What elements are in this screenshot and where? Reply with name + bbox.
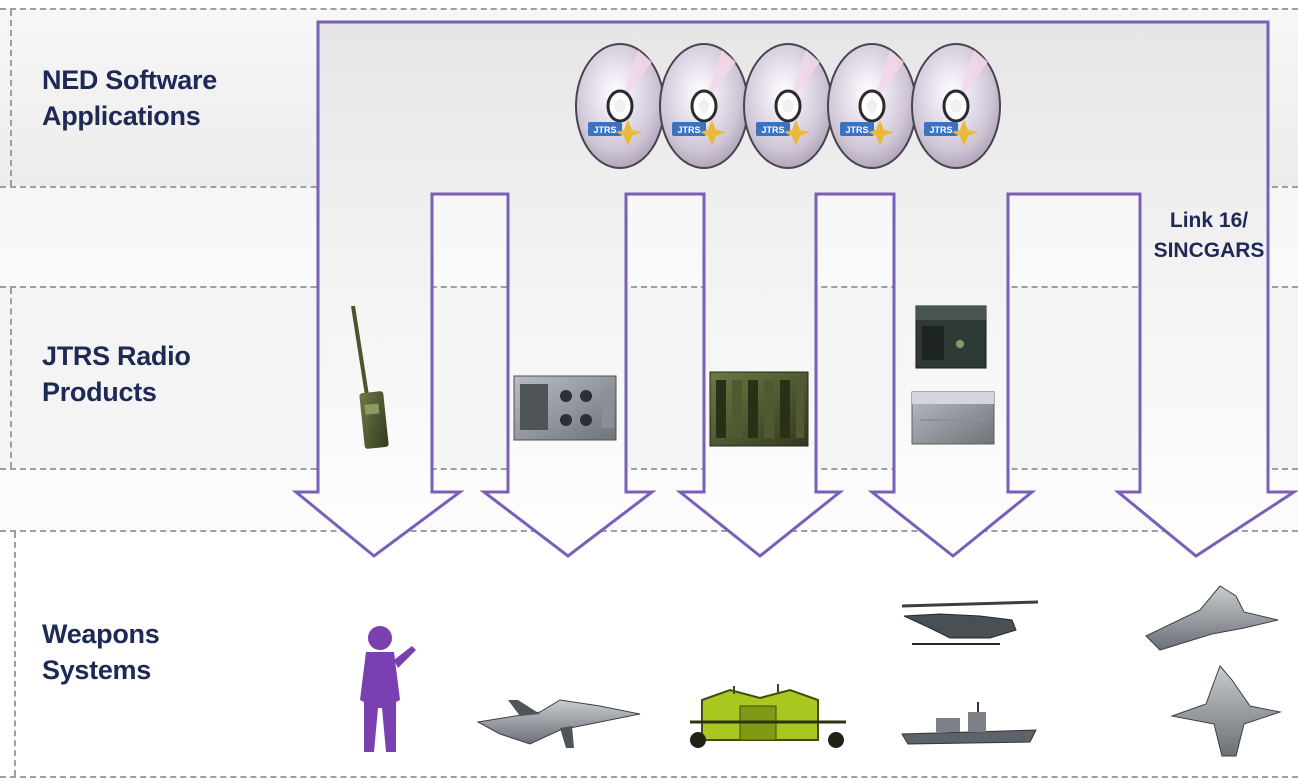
weapons-band (0, 530, 1298, 778)
radio-band (0, 286, 1298, 468)
divider-bottom (0, 776, 1298, 778)
avionics-radio-icon (911, 391, 995, 445)
software-label-line2: Applications (42, 101, 201, 131)
f22-jet-icon (1145, 585, 1279, 651)
software-disc-icon: JTRS (827, 43, 917, 169)
fighter-jet-icon (476, 699, 641, 748)
divider-radio-top (0, 286, 1298, 288)
rack-radio-icon (709, 371, 809, 447)
helicopter-icon (901, 600, 1039, 645)
divider-radio-bottom (0, 468, 1298, 470)
handheld-radio-icon (351, 305, 389, 449)
disc-logo-text: JTRS (593, 125, 616, 135)
vehicle-radio-icon (513, 375, 617, 441)
weapons-row-label: Weapons Systems (42, 616, 160, 688)
software-disc-icon: JTRS (743, 43, 833, 169)
command-shelter-icon (690, 684, 846, 748)
disc-logo-text: JTRS (677, 125, 700, 135)
disc-logo-text: JTRS (761, 125, 784, 135)
divider-left-2 (10, 288, 12, 468)
f22-topview-icon (1170, 665, 1282, 757)
weapons-label-line1: Weapons (42, 619, 160, 649)
divider-left-3 (14, 532, 16, 776)
waveform-label-line2: SINCGARS (1153, 239, 1265, 262)
software-disc-icon: JTRS (575, 43, 665, 169)
gap-band (0, 468, 1298, 530)
divider-weapons-top (0, 530, 1298, 532)
software-disc-icon: JTRS (911, 43, 1001, 169)
software-row-label: NED Software Applications (42, 62, 217, 134)
software-label-line1: NED Software (42, 65, 217, 95)
disc-logo-text: JTRS (929, 125, 952, 135)
software-discs: JTRS JTRS JTRS JTRS JTRS (575, 43, 1001, 169)
soldier-icon (360, 626, 416, 752)
disc-logo-text: JTRS (845, 125, 868, 135)
divider-left-1 (10, 10, 12, 186)
radio-row-label: JTRS Radio Products (42, 338, 191, 410)
ship-icon (901, 702, 1037, 745)
airborne-radio-icon (915, 305, 987, 369)
waveform-label-line1: Link 16/ (1169, 209, 1249, 232)
radio-label-line1: JTRS Radio (42, 341, 191, 371)
weapons-label-line2: Systems (42, 655, 151, 685)
divider-top (0, 8, 1298, 10)
software-disc-icon: JTRS (659, 43, 749, 169)
waveform-label: Link 16/ SINCGARS (1148, 206, 1270, 266)
transition-band (0, 186, 1298, 286)
radio-label-line2: Products (42, 377, 157, 407)
